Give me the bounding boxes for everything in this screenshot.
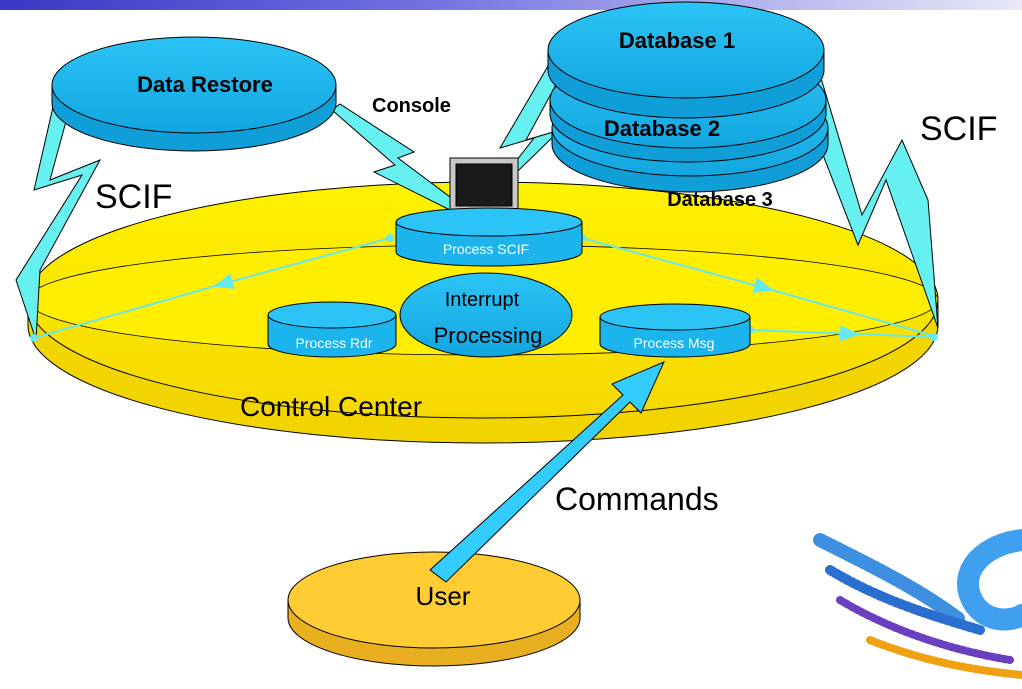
commands-arrow [429, 361, 665, 583]
swirl-logo [813, 529, 1022, 679]
process-rdr-label: Process Rdr [295, 335, 372, 351]
process-msg-label: Process Msg [634, 335, 715, 351]
left-lightning-bolt [15, 84, 102, 341]
process-rdr-cylinder [267, 301, 397, 358]
database-3-label: Database 3 [667, 189, 773, 211]
interrupt-processing-line2: Processing [434, 323, 543, 348]
left-node-dot [30, 334, 38, 342]
database-2-label: Database 2 [604, 116, 720, 141]
data-restore-disk [51, 36, 337, 152]
console-label: Console [372, 95, 451, 117]
title-bar [0, 0, 1022, 10]
scif-right-label: SCIF [920, 110, 997, 148]
console-monitor-icon [449, 157, 519, 215]
scif-left-label: SCIF [95, 178, 172, 216]
scif-left-node-dot [386, 234, 394, 242]
process-msg-cylinder [599, 303, 751, 358]
connection-lines [33, 237, 935, 342]
interrupt-processing-ellipse [399, 272, 573, 358]
database-1-label: Database 1 [619, 28, 735, 53]
data-restore-label: Data Restore [137, 72, 273, 97]
process-scif-label: Process SCIF [443, 241, 529, 257]
interrupt-processing-line1: Interrupt [445, 289, 520, 311]
user-disk [287, 551, 581, 667]
process-scif-cylinder [395, 207, 583, 267]
right-node-dot [930, 333, 938, 341]
control-center-label: Control Center [240, 391, 422, 422]
user-label: User [416, 581, 471, 611]
database-1-disk [547, 1, 825, 119]
commands-label: Commands [555, 481, 719, 517]
